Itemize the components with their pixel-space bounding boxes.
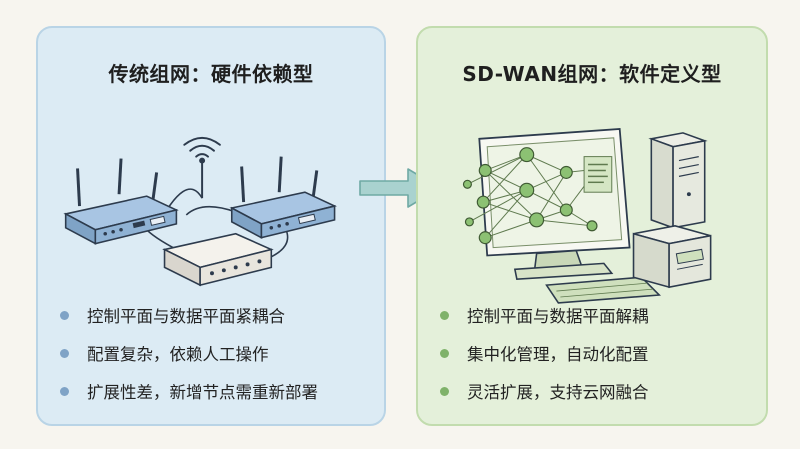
bullet-dot	[60, 386, 69, 396]
list-item: 控制平面与数据平面紧耦合	[60, 296, 318, 334]
list-item: 扩展性差，新增节点需重新部署	[60, 372, 318, 410]
sdwan-illustration	[462, 127, 712, 304]
bullet-dot	[60, 348, 69, 358]
bullet-dot	[440, 310, 449, 320]
server-box-icon	[632, 225, 712, 289]
bullet-dot	[440, 386, 449, 396]
sdwan-bullet-list: 控制平面与数据平面解耦 集中化管理，自动化配置 灵活扩展，支持云网融合	[440, 296, 649, 410]
list-item: 配置复杂，依赖人工操作	[60, 334, 318, 372]
traditional-panel-title: 传统组网：硬件依赖型	[108, 62, 314, 86]
traditional-network-panel: 传统组网：硬件依赖型	[36, 26, 386, 426]
list-item: 控制平面与数据平面解耦	[440, 296, 649, 334]
bullet-dot	[60, 310, 69, 320]
switch-icon	[162, 232, 274, 287]
list-item: 灵活扩展，支持云网融合	[440, 372, 649, 410]
sdwan-panel-title: SD-WAN组网：软件定义型	[462, 62, 722, 86]
traditional-network-illustration	[63, 136, 337, 287]
traditional-bullet-list: 控制平面与数据平面紧耦合 配置复杂，依赖人工操作 扩展性差，新增节点需重新部署	[60, 296, 318, 410]
wifi-signal-icon	[183, 136, 221, 158]
sdwan-network-panel: SD-WAN组网：软件定义型	[416, 26, 768, 426]
server-tower-icon	[648, 132, 708, 229]
keyboard-icon	[545, 276, 662, 304]
router-icon	[229, 156, 337, 239]
router-icon	[63, 158, 179, 245]
list-item: 集中化管理，自动化配置	[440, 334, 649, 372]
bullet-dot	[440, 348, 449, 358]
network-graph-icon	[462, 147, 598, 245]
